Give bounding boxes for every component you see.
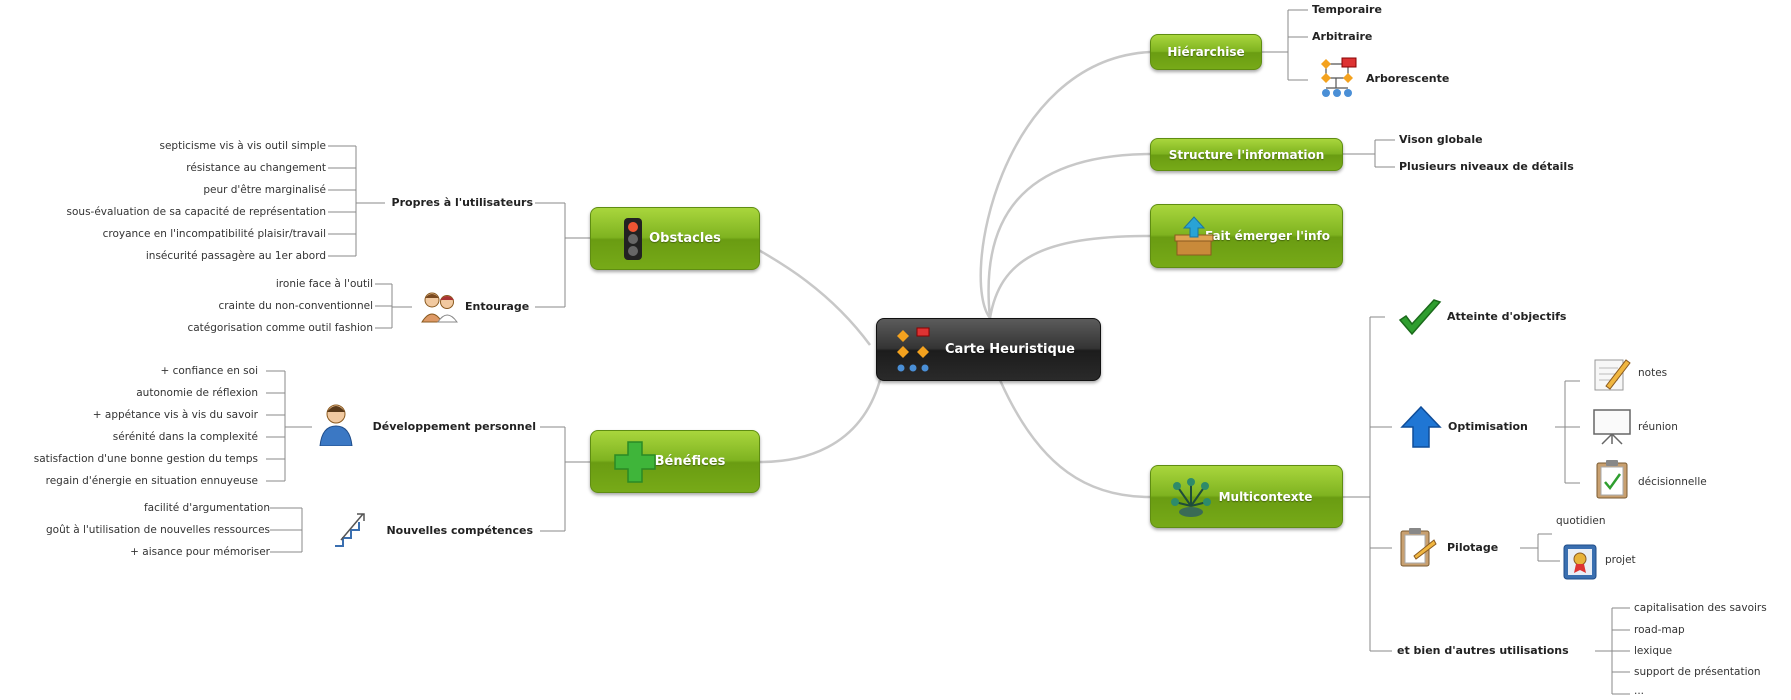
leaf-dev-3[interactable]: sérénité dans la complexité [112,431,258,443]
leaf-hier-2[interactable]: Arborescente [1366,72,1450,85]
main-branches [740,50,1151,499]
stairs-arrow-icon [335,513,365,547]
clipboard-check-icon [1596,460,1628,499]
presentation-board-icon [1593,409,1631,445]
topic-developpement[interactable]: Développement personnel [372,420,536,433]
branch-benefices [759,379,882,464]
leaf-struct-1[interactable]: Plusieurs niveaux de détails [1399,160,1574,173]
leaf-propres-3[interactable]: sous-évaluation de sa capacité de représ… [66,206,326,218]
network-icon [1171,478,1211,517]
leaf-autres-2[interactable]: lexique [1634,645,1673,657]
leaf-dev-5[interactable]: regain d'énergie en situation ennuyeuse [45,475,258,487]
branch-structure [987,152,1151,319]
leaf-autres-3[interactable]: support de présentation [1634,666,1761,678]
node-structure[interactable]: Structure l'information [1150,138,1343,171]
leaf-propres-4[interactable]: croyance en l'incompatibilité plaisir/tr… [102,228,326,240]
leaf-propres-5[interactable]: insécurité passagère au 1er abord [145,250,326,262]
topic-entourage[interactable]: Entourage [465,300,530,313]
leaf-autres-0[interactable]: capitalisation des savoirs [1634,602,1767,614]
leaf-entourage-1[interactable]: crainte du non-conventionnel [218,300,373,312]
node-hierarchise-label: Hiérarchise [1167,45,1245,59]
leaf-dev-4[interactable]: satisfaction d'une bonne gestion du temp… [33,453,258,465]
person-icon [319,404,353,446]
leaf-hier-1[interactable]: Arbitraire [1312,30,1373,43]
leaf-dev-2[interactable]: + appétance vis à vis du savoir [92,409,258,421]
leaf-hier-0[interactable]: Temporaire [1312,3,1382,16]
leaf-entourage-0[interactable]: ironie face à l'outil [275,278,373,290]
central-topic-label: Carte Heuristique [945,342,1075,357]
node-benefices[interactable]: Bénéfices [590,430,760,493]
sub-branches [266,9,1630,695]
traffic-light-icon [624,218,642,260]
up-arrow-icon [1400,405,1442,448]
branch-emerger [988,234,1151,319]
node-benefices-label: Bénéfices [654,454,726,469]
leaf-optim-2[interactable]: décisionnelle [1638,476,1707,488]
topic-atteinte[interactable]: Atteinte d'objectifs [1447,310,1567,323]
node-obstacles[interactable]: Obstacles [590,207,760,270]
leaf-entourage-2[interactable]: catégorisation comme outil fashion [187,322,373,334]
branch-hierarchise [979,50,1151,319]
leaf-pilot-0[interactable]: quotidien [1556,515,1606,527]
people-icon [421,292,458,323]
topic-propres[interactable]: Propres à l'utilisateurs [391,196,533,209]
node-structure-label: Structure l'information [1168,147,1325,162]
checkmark-icon [1398,299,1442,336]
plus-icon [614,441,656,483]
clipboard-pencil-icon [1400,528,1437,567]
hierarchy-icon [1321,57,1357,97]
central-topic[interactable]: Carte Heuristique [876,318,1101,381]
notepad-pencil-icon [1594,359,1631,391]
leaf-autres-4[interactable]: ... [1634,685,1645,697]
leaf-comp-2[interactable]: + aisance pour mémoriser [130,546,270,558]
leaf-propres-0[interactable]: septicisme vis à vis outil simple [159,140,327,152]
node-emerger-label: Fait émerger l'info [1204,229,1331,243]
node-multicontexte-label: Multicontexte [1218,489,1313,504]
leaf-optim-0[interactable]: notes [1638,367,1668,379]
branch-multicontexte [998,379,1151,499]
leaf-dev-1[interactable]: autonomie de réflexion [136,387,258,399]
leaf-propres-2[interactable]: peur d'être marginalisé [203,184,326,196]
topic-autres[interactable]: et bien d'autres utilisations [1397,644,1569,657]
topic-pilotage[interactable]: Pilotage [1447,541,1499,554]
leaf-autres-1[interactable]: road-map [1634,624,1685,636]
leaf-optim-1[interactable]: réunion [1638,421,1678,433]
certificate-badge-icon [1563,544,1597,580]
leaf-propres-1[interactable]: résistance au changement [186,162,326,174]
leaf-comp-1[interactable]: goût à l'utilisation de nouvelles ressou… [46,524,270,536]
leaf-pilot-1[interactable]: projet [1605,554,1636,566]
node-multicontexte[interactable]: Multicontexte [1150,465,1343,528]
topic-competences[interactable]: Nouvelles compétences [386,524,533,537]
topic-optimisation[interactable]: Optimisation [1448,420,1528,433]
node-hierarchise[interactable]: Hiérarchise [1150,34,1262,70]
leaf-dev-0[interactable]: + confiance en soi [160,365,258,377]
mindmap-logo-icon [897,327,930,371]
leaf-struct-0[interactable]: Vison globale [1399,133,1483,146]
branch-obstacles [740,236,872,346]
box-upload-icon [1174,216,1214,256]
leaf-comp-0[interactable]: facilité d'argumentation [143,502,270,514]
node-emerger[interactable]: Fait émerger l'info [1150,204,1343,268]
node-obstacles-label: Obstacles [649,231,721,246]
